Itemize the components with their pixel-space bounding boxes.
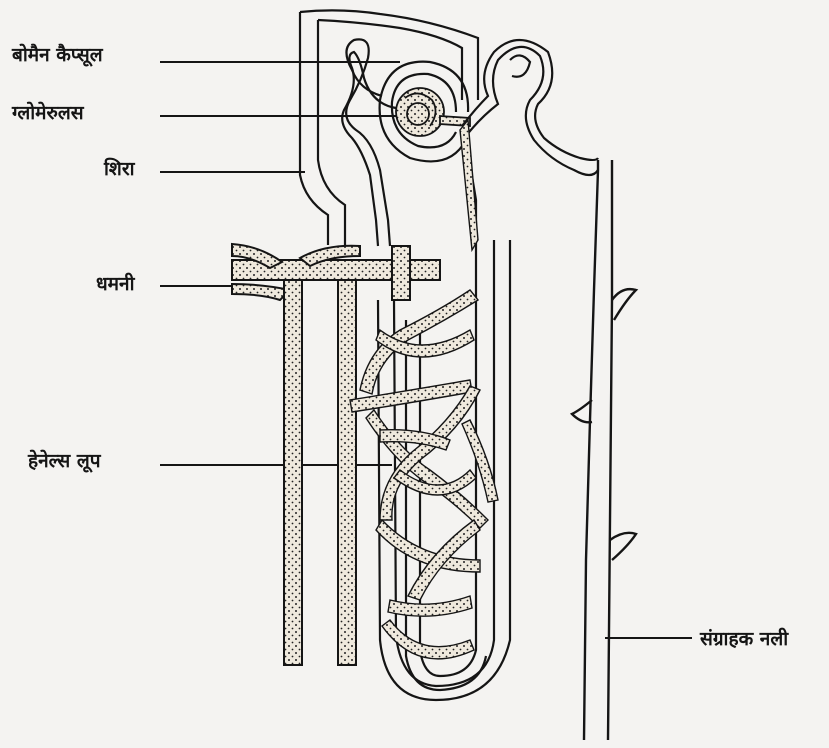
label-glomerulus: ग्लोमेरुलस: [12, 104, 84, 123]
label-bowman-capsule: बोमैन कैप्सूल: [12, 46, 103, 65]
collecting-duct: [572, 160, 636, 740]
vein: [300, 10, 478, 245]
henles-loop: [378, 140, 510, 700]
glomerulus: [396, 88, 470, 136]
label-vein: शिरा: [104, 160, 135, 179]
label-artery: धमनी: [96, 275, 135, 294]
label-henles-loop: हेनेल्स लूप: [28, 452, 101, 471]
label-collecting-duct: संग्राहक नली: [700, 630, 788, 649]
proximal-tubule: [342, 39, 396, 246]
distal-tubule: [462, 40, 598, 175]
